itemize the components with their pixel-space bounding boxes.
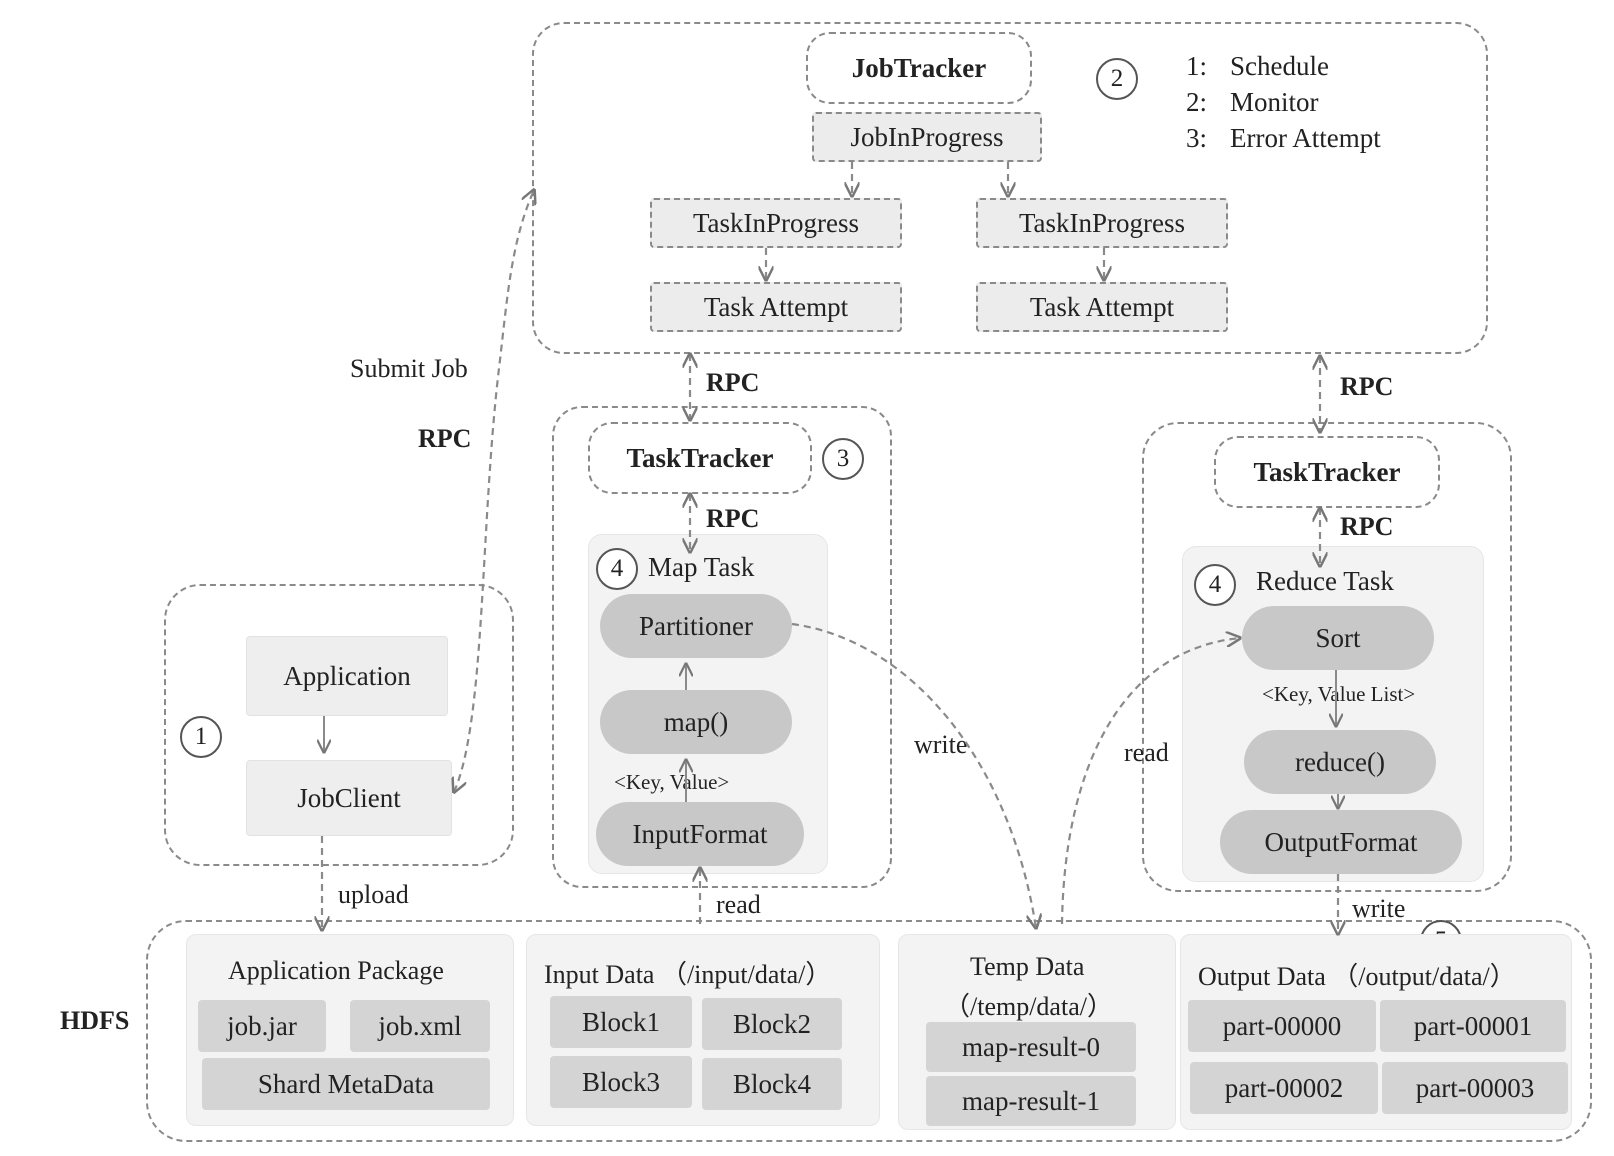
task-in-progress-left: TaskInProgress (650, 198, 902, 248)
legend-text: Schedule (1230, 51, 1329, 81)
job-in-progress-node: JobInProgress (812, 112, 1042, 162)
output-part-00003: part-00003 (1382, 1062, 1568, 1114)
legend-num: 2: (1186, 87, 1208, 117)
arrow-write-temp (791, 622, 1036, 928)
partitioner-node: Partitioner (600, 594, 792, 658)
job-client-node: JobClient (246, 760, 452, 836)
job-jar-node: job.jar (198, 1000, 326, 1052)
application-package-title: Application Package (228, 956, 444, 985)
sort-node: Sort (1242, 606, 1434, 670)
legend-item-monitor: 2: Monitor (1186, 84, 1381, 120)
map-kv-label: <Key, Value> (614, 770, 730, 794)
task-attempt-left: Task Attempt (650, 282, 902, 332)
reduce-task-marker-4: 4 (1194, 564, 1236, 606)
marker-1: 1 (180, 716, 222, 758)
map-read-label: read (716, 890, 761, 919)
map-result-1-node: map-result-1 (926, 1076, 1136, 1126)
legend-item-schedule: 1: Schedule (1186, 48, 1381, 84)
output-part-00000: part-00000 (1188, 1000, 1376, 1052)
legend: 1: Schedule 2: Monitor 3: Error Attempt (1186, 48, 1381, 156)
submit-job-label: Submit Job (350, 354, 468, 383)
map-write-label: write (914, 730, 968, 759)
reduce-rpc-top-label: RPC (1340, 372, 1394, 401)
input-block-1: Block1 (550, 996, 692, 1048)
input-block-3: Block3 (550, 1056, 692, 1108)
reduce-task-tracker-node: TaskTracker (1214, 436, 1440, 508)
map-rpc-inner-label: RPC (706, 504, 760, 533)
output-part-00001: part-00001 (1380, 1000, 1566, 1052)
task-in-progress-right: TaskInProgress (976, 198, 1228, 248)
reduce-function-node: reduce() (1244, 730, 1436, 794)
job-xml-node: job.xml (350, 1000, 490, 1052)
map-function-node: map() (600, 690, 792, 754)
legend-num: 1: (1186, 51, 1208, 81)
input-data-title: Input Data （/input/data/） (544, 960, 832, 989)
temp-data-path: （/temp/data/） (944, 992, 1113, 1021)
input-block-2: Block2 (702, 998, 842, 1050)
shard-metadata-node: Shard MetaData (202, 1058, 490, 1110)
legend-num: 3: (1186, 123, 1208, 153)
input-format-node: InputFormat (596, 802, 804, 866)
output-format-node: OutputFormat (1220, 810, 1462, 874)
arrow-read-temp (1060, 638, 1240, 925)
marker-2: 2 (1096, 58, 1138, 100)
map-task-marker-4: 4 (596, 548, 638, 590)
legend-text: Error Attempt (1230, 123, 1381, 153)
map-task-tracker-frame (552, 406, 892, 888)
legend-text: Monitor (1230, 87, 1319, 117)
temp-data-title: Temp Data (970, 952, 1085, 981)
legend-item-error-attempt: 3: Error Attempt (1186, 120, 1381, 156)
map-result-0-node: map-result-0 (926, 1022, 1136, 1072)
output-part-00002: part-00002 (1190, 1062, 1378, 1114)
reduce-rpc-inner-label: RPC (1340, 512, 1394, 541)
map-task-tracker-node: TaskTracker (588, 422, 812, 494)
output-data-title: Output Data （/output/data/） (1198, 962, 1516, 991)
application-node: Application (246, 636, 448, 716)
task-attempt-right: Task Attempt (976, 282, 1228, 332)
marker-3: 3 (822, 438, 864, 480)
upload-label: upload (338, 880, 409, 909)
reduce-kv-list-label: <Key, Value List> (1262, 682, 1416, 706)
map-task-title: Map Task (648, 552, 755, 582)
input-block-4: Block4 (702, 1058, 842, 1110)
reduce-task-title: Reduce Task (1256, 566, 1394, 596)
reduce-write-label: write (1352, 894, 1406, 923)
hdfs-frame (146, 920, 1592, 1142)
arrow-submit-job (454, 190, 534, 792)
hdfs-label: HDFS (60, 1006, 130, 1035)
job-tracker-node: JobTracker (806, 32, 1032, 104)
reduce-read-label: read (1124, 738, 1169, 767)
map-rpc-top-label: RPC (706, 368, 760, 397)
